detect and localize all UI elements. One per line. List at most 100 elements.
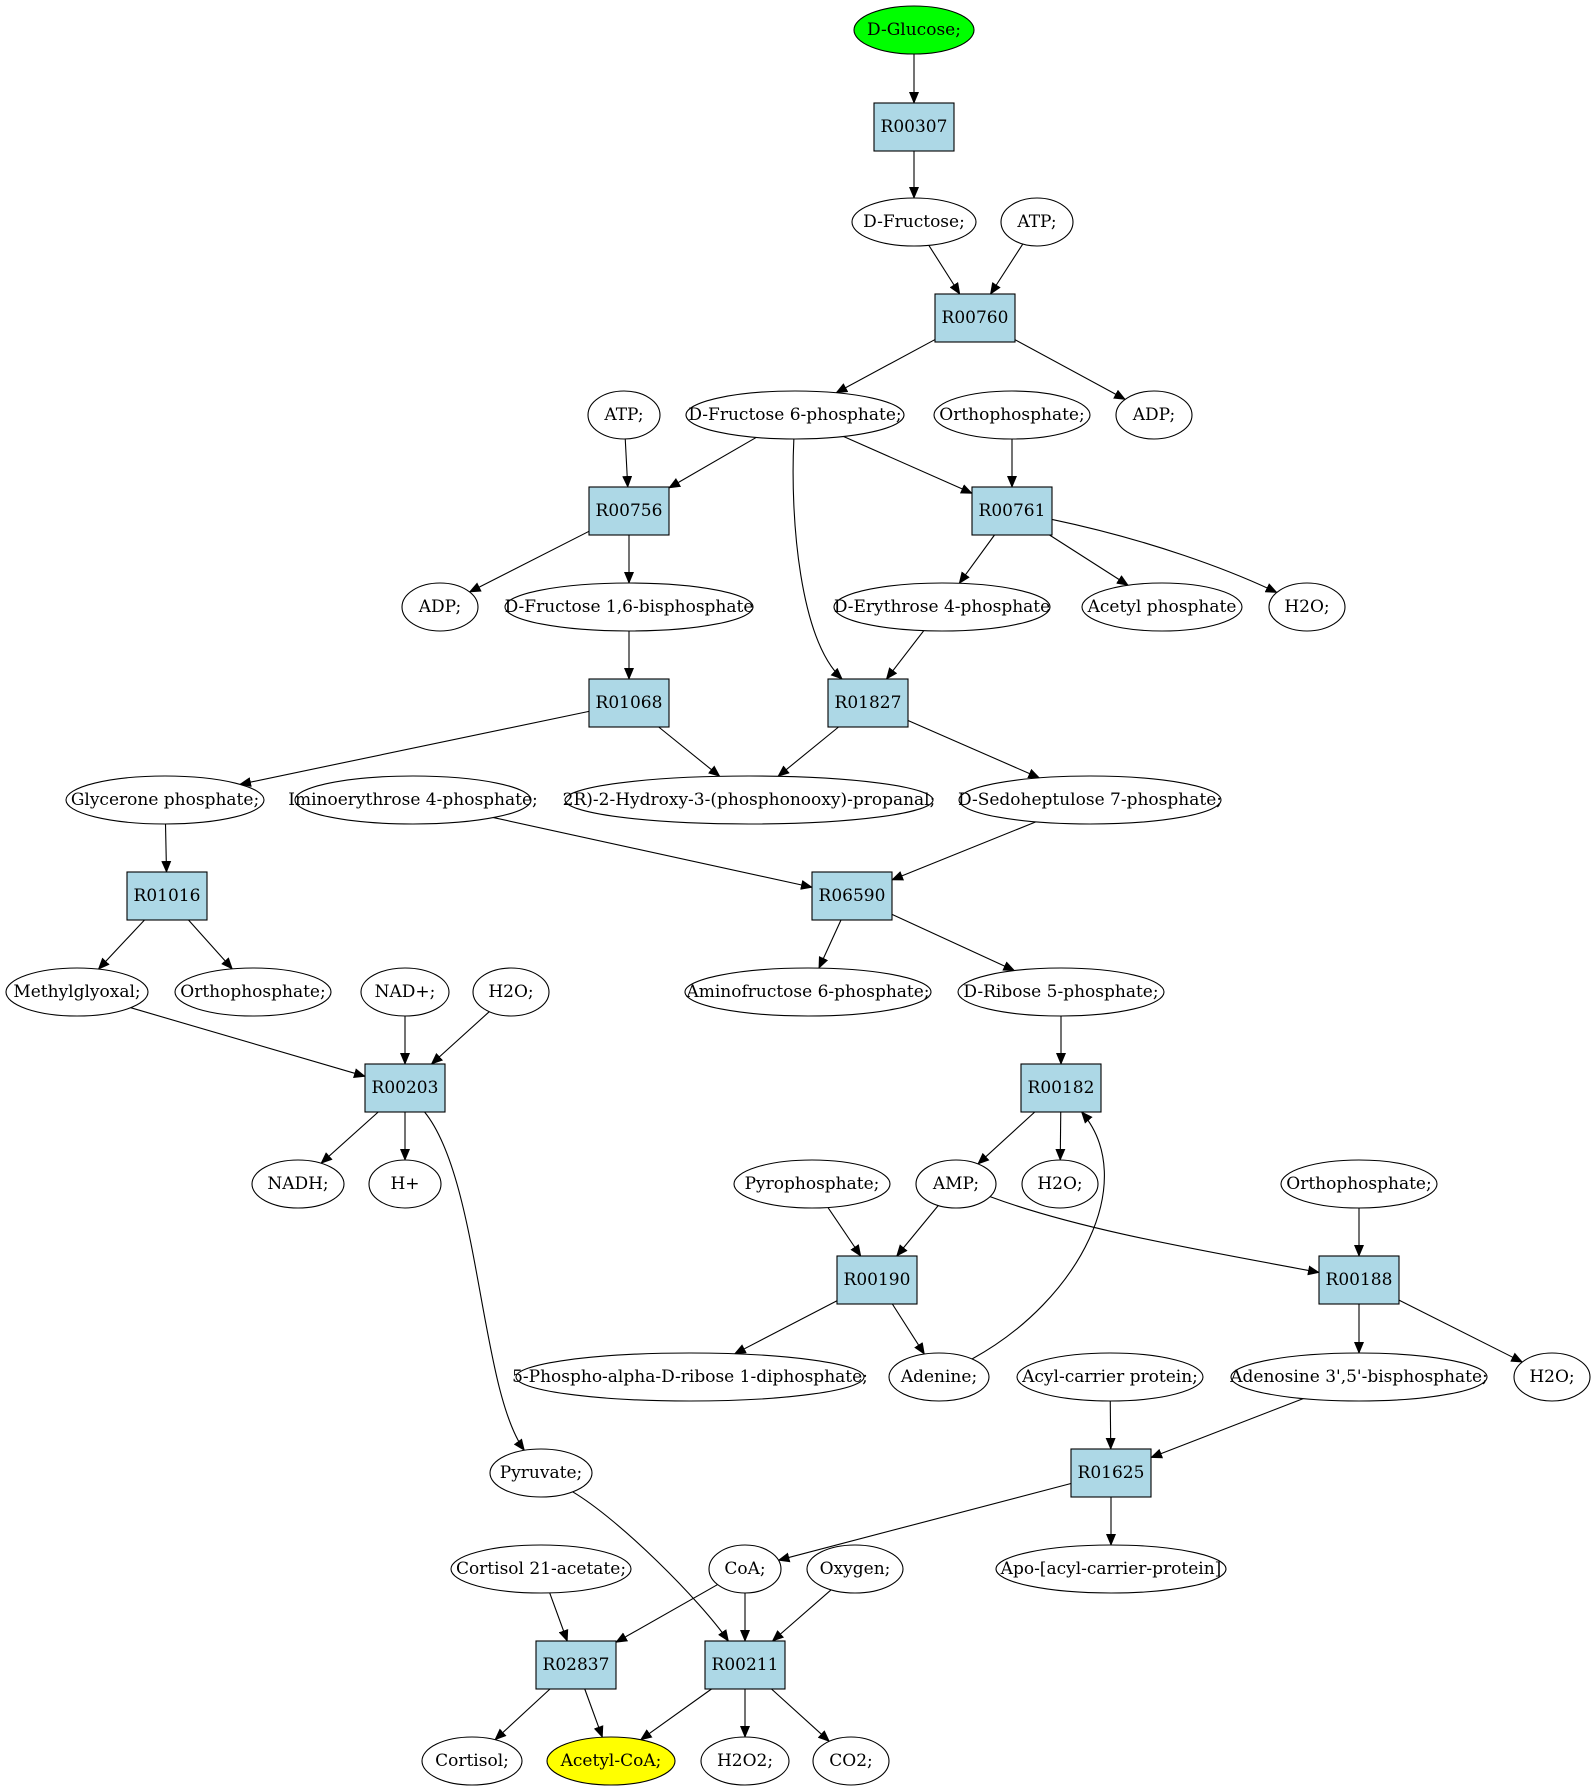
compound-ellipse (851, 197, 977, 247)
compound-node-cortisolac: Cortisol 21-acetate; (450, 1544, 632, 1594)
reaction-node-r00188: R00188 (1318, 1255, 1400, 1305)
node-label: Pyruvate; (500, 1463, 582, 1483)
reaction-node-r00761: R00761 (971, 486, 1053, 536)
edge-r00760-to-f6p (835, 339, 936, 394)
node-label: D-Fructose 6-phosphate; (688, 405, 901, 425)
reaction-box (971, 486, 1053, 536)
compound-node-s7p: D-Sedoheptulose 7-phosphate; (958, 775, 1222, 825)
node-label: Orthophosphate; (1286, 1174, 1431, 1194)
compound-node-acetylcoa: Acetyl-CoA; (546, 1736, 676, 1786)
reaction-node-r00756: R00756 (588, 486, 670, 536)
edge-r00756-to-adp2 (468, 530, 590, 593)
compound-node-atp2: ATP; (587, 390, 661, 440)
compound-node-nad: NAD+; (360, 967, 450, 1017)
node-label: H2O; (1037, 1174, 1082, 1194)
compound-node-oxygen: Oxygen; (806, 1544, 904, 1594)
compound-ellipse (489, 1448, 593, 1498)
edge-r00211-to-acetylcoa (639, 1688, 712, 1741)
edge-coa-to-r02837 (615, 1584, 718, 1643)
node-label: R06590 (819, 886, 886, 906)
compound-ellipse (1513, 1352, 1591, 1402)
compound-ellipse (294, 775, 532, 825)
compound-node-ortho2: Orthophosphate; (174, 967, 332, 1017)
edge-amp-to-r00188 (989, 1196, 1320, 1276)
compound-ellipse (933, 390, 1091, 440)
compound-node-h2o3: H2O; (1021, 1159, 1099, 1209)
node-label: H2O; (488, 982, 533, 1002)
compound-ellipse (700, 1736, 790, 1786)
compound-ellipse (587, 390, 661, 440)
compound-node-imino: Iminoerythrose 4-phosphate; (288, 775, 538, 825)
edge-r00188-to-h2o4 (1398, 1299, 1524, 1363)
edge-r01068-to-glycerone (238, 710, 590, 787)
node-label: 2R)-2-Hydroxy-3-(phosphonooxy)-propanal; (563, 790, 936, 810)
compound-ellipse (1000, 197, 1074, 247)
node-label: H2O2; (717, 1751, 773, 1771)
reaction-box (827, 678, 909, 728)
node-label: Acetyl phosphate (1087, 597, 1237, 617)
edge-f6p-to-r00761 (843, 435, 973, 494)
edge-r00761-to-acetylp (1049, 534, 1129, 586)
compound-node-atp1: ATP; (1000, 197, 1074, 247)
node-label: Methylglyoxal; (13, 982, 140, 1002)
edge-h2o2-to-r00203 (430, 1011, 490, 1065)
node-label: R00190 (844, 1270, 911, 1290)
node-label: AMP; (932, 1174, 979, 1194)
node-label: Acyl-carrier protein; (1021, 1367, 1198, 1387)
node-label: H2O; (1529, 1367, 1574, 1387)
compound-node-prpp: 5-Phospho-alpha-D-ribose 1-diphosphate; (512, 1352, 868, 1402)
edge-r00211-to-co2 (771, 1688, 831, 1742)
reaction-box (1020, 1063, 1102, 1113)
node-label: NADH; (267, 1174, 328, 1194)
edge-acp-to-r01625 (1105, 1400, 1116, 1450)
node-label: Cortisol 21-acetate; (456, 1559, 626, 1579)
edge-f6p-to-r00756 (668, 436, 757, 489)
compound-node-co2: CO2; (812, 1736, 890, 1786)
node-label: R01827 (835, 693, 902, 713)
compound-node-hplus: H+ (368, 1159, 442, 1209)
node-label: Cortisol; (435, 1751, 509, 1771)
compound-ellipse (853, 5, 975, 55)
node-label: Orthophosphate; (939, 405, 1084, 425)
node-label: R00756 (596, 501, 663, 521)
reaction-node-r00203: R00203 (364, 1063, 446, 1113)
compound-ellipse (1016, 1352, 1204, 1402)
node-label: D-Glucose; (867, 20, 961, 40)
edge-s7p-to-r06590 (891, 821, 1037, 881)
node-label: ATP; (1016, 212, 1056, 232)
compound-ellipse (472, 967, 550, 1017)
compound-node-nadh: NADH; (251, 1159, 345, 1209)
edge-e4p-to-r01827 (885, 630, 925, 680)
edge-r02837-to-acetylcoa (584, 1688, 604, 1739)
edge-r02837-to-cortisol (494, 1688, 551, 1741)
compound-ellipse (65, 775, 265, 825)
node-label: R00182 (1028, 1078, 1095, 1098)
compound-node-adp1: ADP; (1115, 390, 1193, 440)
node-label: CoA; (724, 1559, 765, 1579)
compound-node-amp: AMP; (915, 1159, 997, 1209)
edge-r00761-to-e4p (958, 534, 995, 585)
compound-node-ortho1: Orthophosphate; (933, 390, 1091, 440)
reaction-node-r00307: R00307 (873, 102, 955, 152)
compound-ellipse (504, 582, 754, 632)
node-label: R00761 (979, 501, 1046, 521)
reaction-node-r01068: R01068 (588, 678, 670, 728)
node-label: R00760 (942, 308, 1009, 328)
compound-ellipse (564, 775, 934, 825)
compound-node-fructose: D-Fructose; (851, 197, 977, 247)
compound-node-acp: Acyl-carrier protein; (1016, 1352, 1204, 1402)
compound-ellipse (450, 1544, 632, 1594)
node-label: D-Sedoheptulose 7-phosphate; (958, 790, 1222, 810)
edge-cortisolac-to-r02837 (549, 1592, 569, 1642)
node-label: 5-Phospho-alpha-D-ribose 1-diphosphate; (512, 1367, 868, 1387)
edge-r01827-to-hydroxy (777, 726, 839, 777)
edge-oxygen-to-r00211 (771, 1589, 832, 1642)
compound-ellipse (995, 1544, 1227, 1594)
node-label: R02837 (543, 1655, 610, 1675)
edge-adenine-to-r00182 (971, 1111, 1105, 1360)
reaction-node-r00182: R00182 (1020, 1063, 1102, 1113)
node-label: Adenine; (900, 1367, 977, 1387)
reaction-node-r00211: R00211 (704, 1640, 786, 1690)
edge-pap-to-r01625 (1150, 1398, 1304, 1459)
reaction-box (588, 486, 670, 536)
